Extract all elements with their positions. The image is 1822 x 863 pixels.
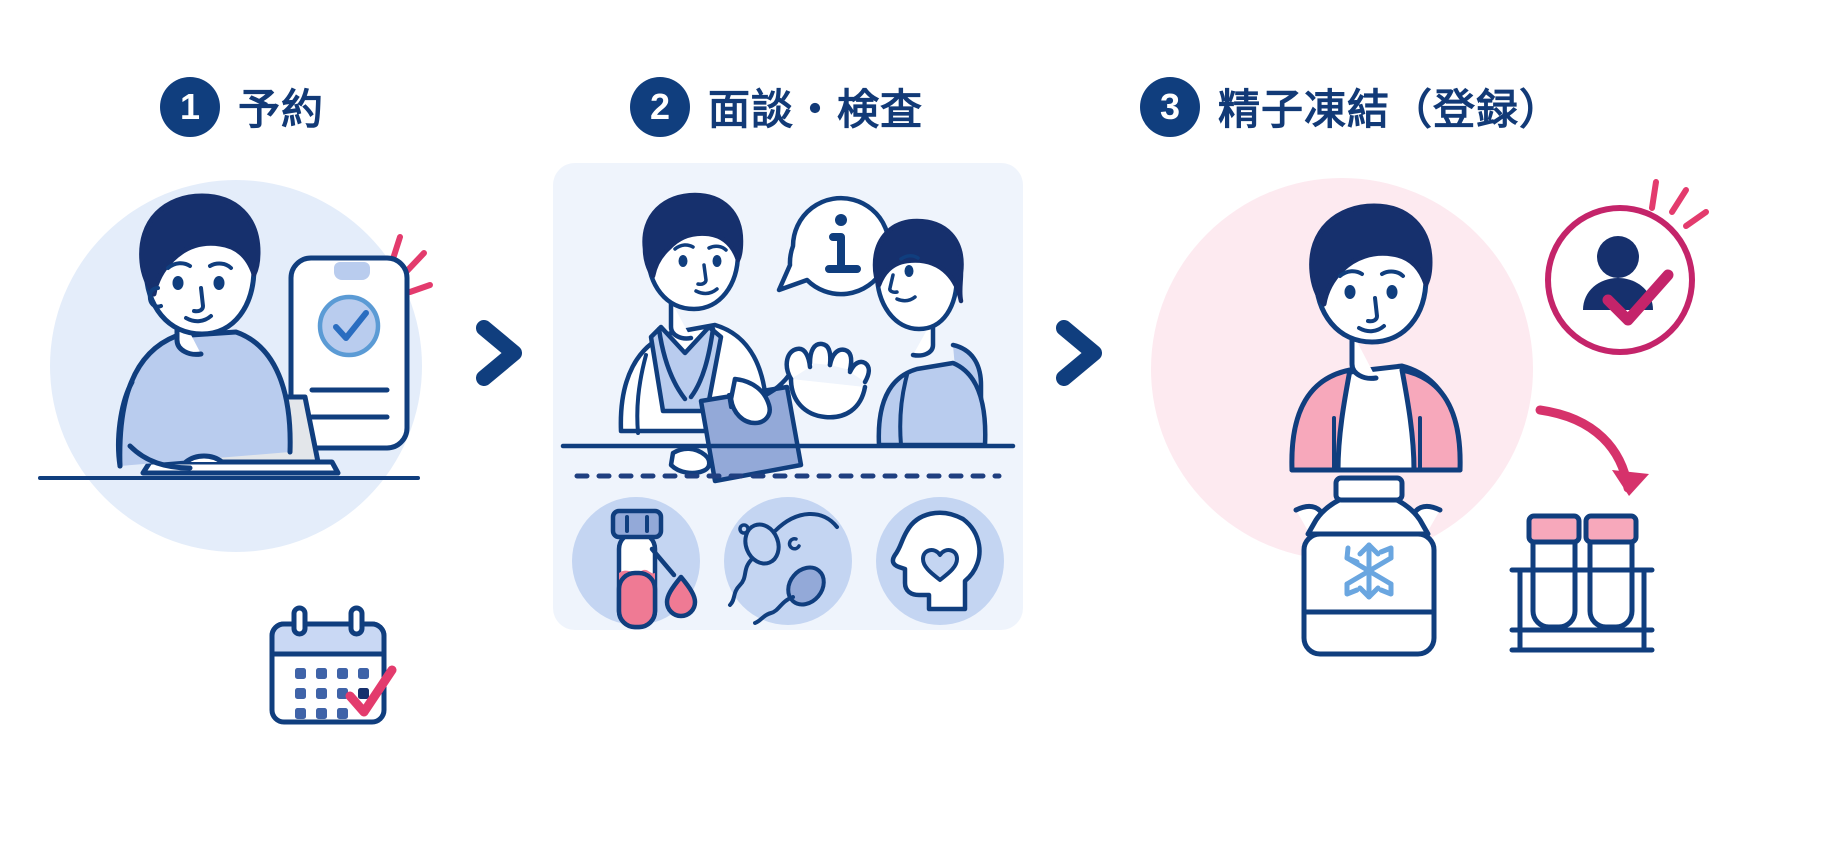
step-1-illustration — [38, 193, 433, 725]
calendar-icon — [269, 605, 397, 725]
step-1-title: 予約 — [238, 85, 325, 134]
cryogenic-tank-icon — [1293, 475, 1443, 657]
seated-patient-figure — [872, 218, 988, 448]
chevron-1-icon — [476, 320, 522, 386]
spark-lines-icon — [1649, 179, 1709, 229]
smartphone-icon — [288, 255, 410, 451]
chevron-2-icon — [1056, 320, 1102, 386]
step-1-number-badge: 1 — [160, 76, 220, 137]
info-bubble-icon — [776, 195, 892, 297]
doctor-figure — [618, 192, 871, 484]
snowflake-icon — [1344, 542, 1394, 600]
step-2-number-badge: 2 — [630, 76, 690, 137]
step-2-header: 2 面談・検査 — [630, 76, 923, 137]
step-1: 1 予約 — [0, 0, 530, 863]
vial-rack-icon — [1509, 513, 1655, 653]
step-3-illustration — [1289, 179, 1709, 657]
open-hand-icon — [784, 341, 871, 420]
sperm-cells-icon — [724, 497, 852, 625]
blood-test-icon — [572, 497, 700, 630]
step-2-title: 面談・検査 — [708, 85, 924, 134]
step-2-illustration — [560, 192, 1016, 630]
step-1-header: 1 予約 — [160, 76, 324, 137]
registered-user-check-badge — [1545, 205, 1695, 355]
step-3-title: 精子凍結（登録） — [1218, 85, 1563, 134]
step-3-number-badge: 3 — [1140, 76, 1200, 137]
step-3-header: 3 精子凍結（登録） — [1140, 76, 1562, 137]
man-in-cardigan-figure — [1289, 203, 1463, 473]
curved-arrow-icon — [1535, 405, 1649, 496]
step-3: 3 精子凍結（登録） — [1120, 0, 1822, 863]
mental-health-icon — [876, 497, 1004, 625]
step-2: 2 面談・検査 — [560, 0, 1080, 863]
man-using-laptop — [116, 193, 293, 471]
